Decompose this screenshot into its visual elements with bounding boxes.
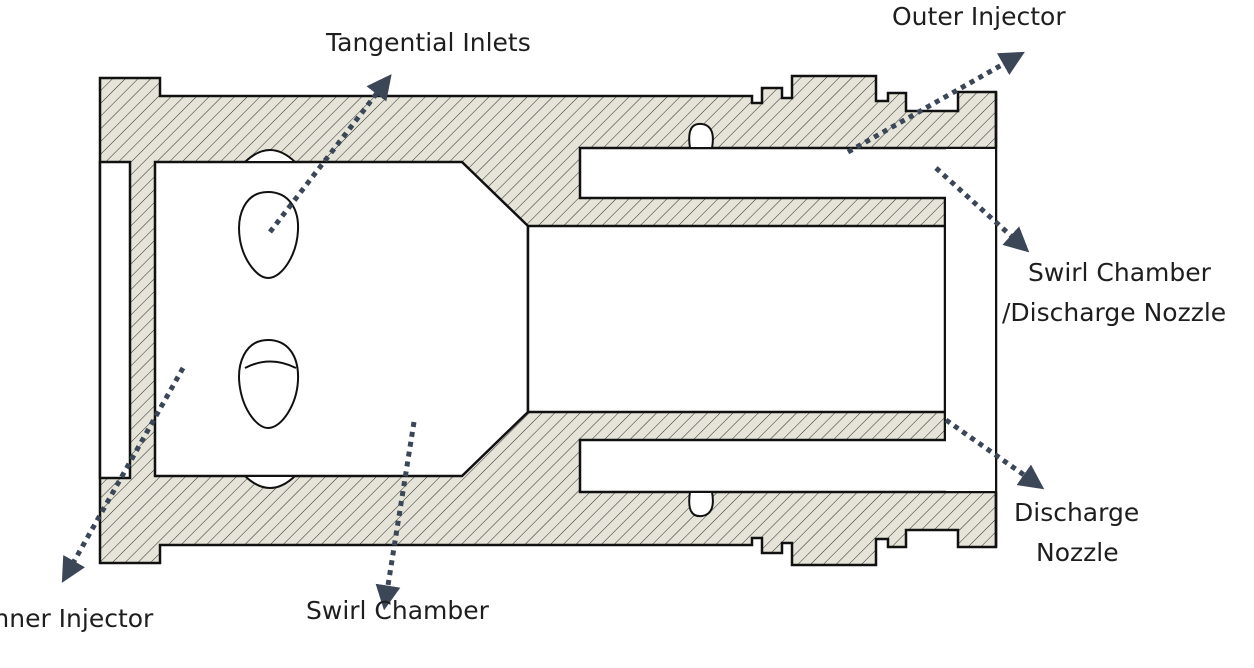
arrow-outer-injector bbox=[846, 51, 1025, 155]
label-discharge-nozzle-line2: Nozzle bbox=[1036, 538, 1119, 567]
tangential-inlet-top-lip bbox=[242, 149, 298, 163]
outer-port-top bbox=[688, 122, 714, 149]
label-swirl-chamber-discharge-line1: Swirl Chamber bbox=[1028, 258, 1211, 287]
label-discharge-nozzle-line1: Discharge bbox=[1014, 498, 1140, 527]
discharge-nozzle-bore bbox=[526, 224, 947, 414]
label-tangential-inlets: Tangential Inlets bbox=[326, 28, 531, 57]
arrow-swirl-chamber-discharge bbox=[934, 166, 1030, 253]
outer-annulus-top bbox=[578, 146, 996, 226]
swirl-chamber-cavity bbox=[153, 160, 530, 478]
label-outer-injector: Outer Injector bbox=[892, 2, 1066, 31]
arrow-tangential-inlets bbox=[268, 74, 392, 234]
label-swirl-chamber: Swirl Chamber bbox=[306, 596, 489, 625]
tangential-inlet-bottom-lip bbox=[242, 475, 298, 489]
inner-injector-bore bbox=[98, 160, 132, 480]
label-swirl-chamber-discharge-line2: /Discharge Nozzle bbox=[1002, 298, 1227, 327]
arrow-discharge-nozzle bbox=[944, 417, 1045, 490]
label-inner-injector: Inner Injector bbox=[0, 604, 154, 633]
leader-arrows bbox=[61, 51, 1045, 611]
outer-annulus-bottom bbox=[578, 412, 996, 494]
tangential-inlet-lower-port bbox=[238, 338, 300, 430]
outer-port-bottom bbox=[688, 491, 714, 518]
